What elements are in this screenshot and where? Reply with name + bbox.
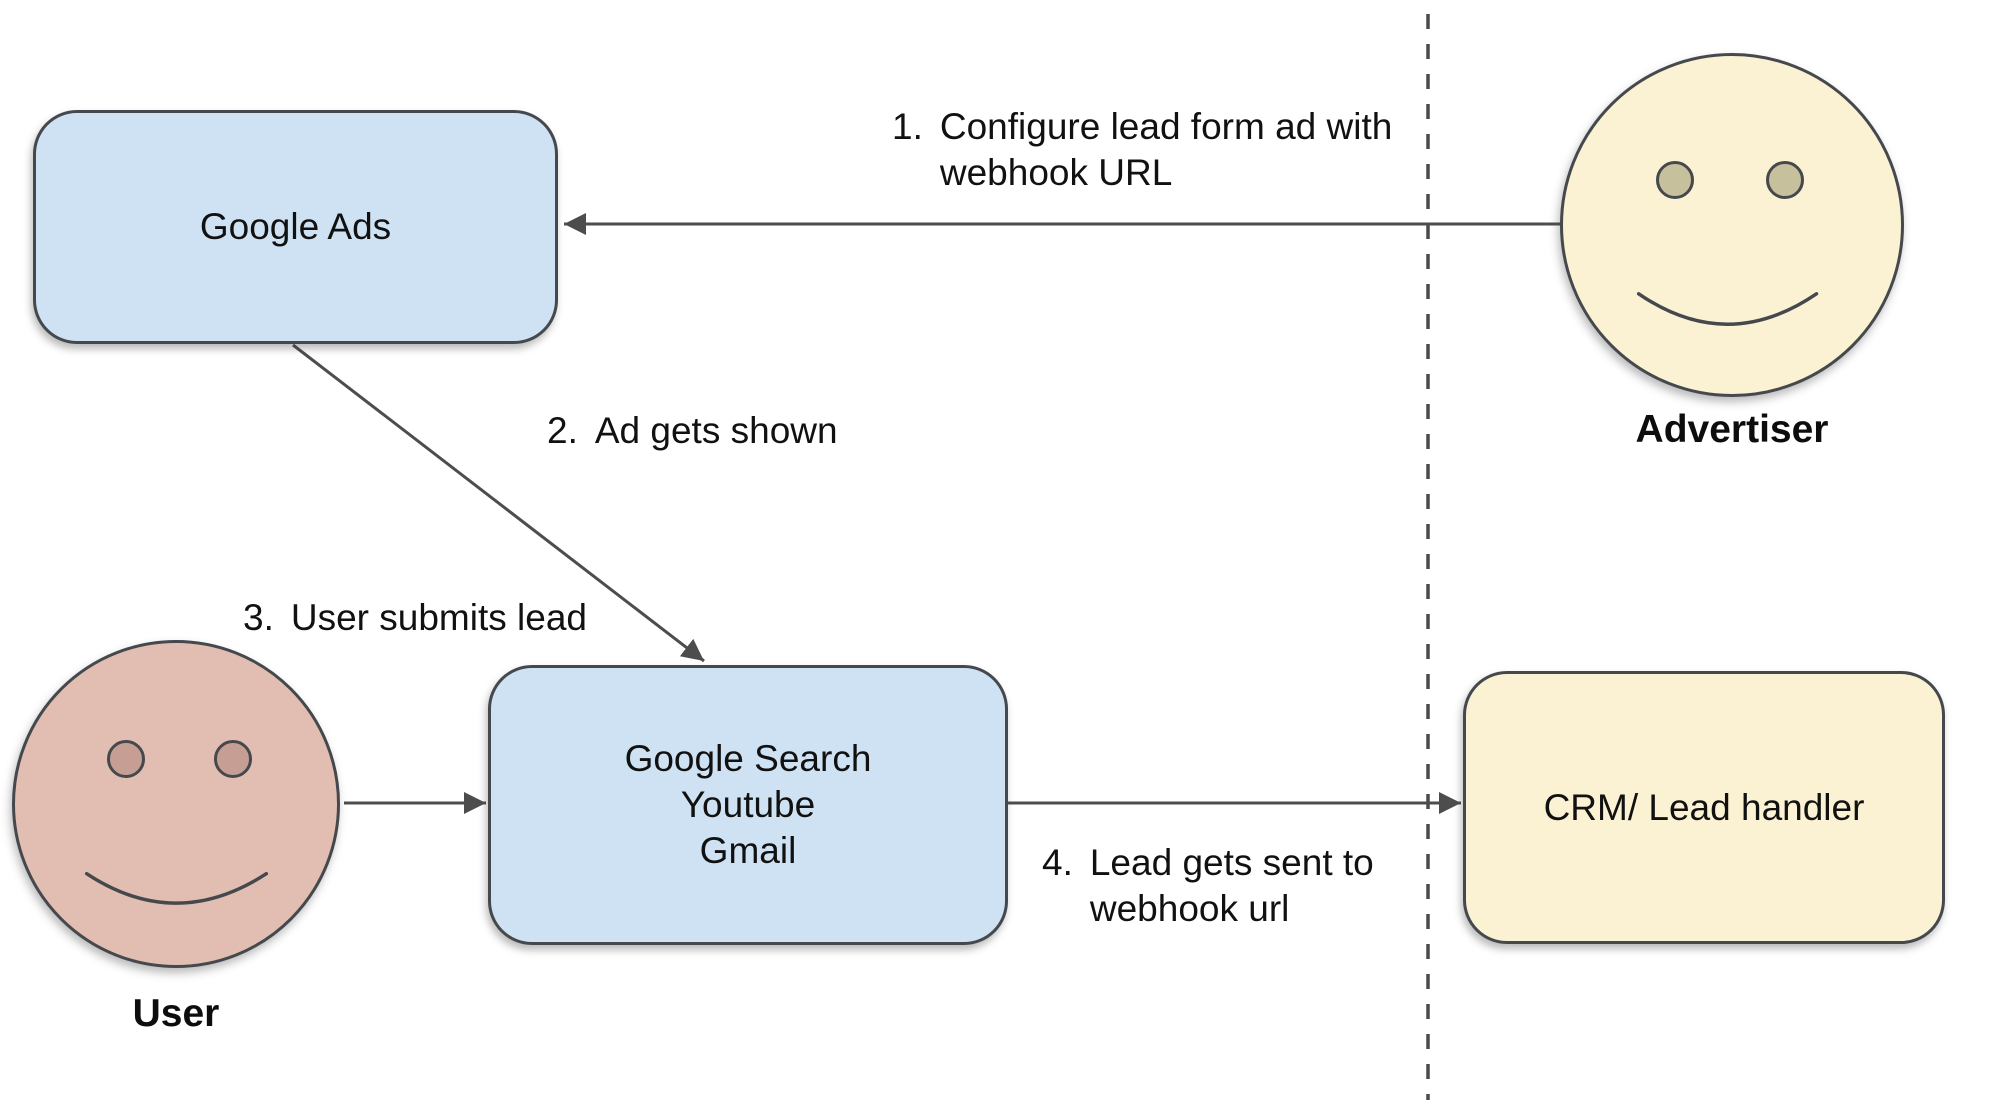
user-left-eye-icon (107, 740, 145, 778)
user-right-eye-icon (214, 740, 252, 778)
user-face-icon (12, 640, 340, 968)
advertiser-right-eye-icon (1766, 161, 1804, 199)
step-3-number: 3. (243, 597, 274, 638)
node-crm-lead-handler: CRM/ Lead handler (1463, 671, 1945, 944)
step-4-line1: Lead gets sent to (1089, 842, 1374, 883)
user-smile-icon (84, 871, 269, 905)
step-1-text: Configure lead form ad with webhook URL (940, 104, 1392, 196)
advertiser-left-eye-icon (1656, 161, 1694, 199)
step-2-text: Ad gets shown (595, 408, 838, 454)
node-google-surfaces-line3: Gmail (699, 830, 797, 871)
step-2-annotation: 2. Ad gets shown (547, 408, 838, 454)
step-4-line2: webhook url (1089, 888, 1290, 929)
user-label: User (132, 992, 220, 1035)
step-1-line2: webhook URL (939, 152, 1173, 193)
node-google-ads: Google Ads (33, 110, 558, 344)
node-google-surfaces-line1: Google Search (624, 738, 872, 779)
node-google-surfaces-line2: Youtube (680, 784, 816, 825)
step-1-line1: Configure lead form ad with (939, 106, 1393, 147)
step-1-number: 1. (892, 106, 923, 147)
step-3-text: User submits lead (291, 595, 587, 641)
step-2-number: 2. (547, 410, 578, 451)
advertiser-label: Advertiser (1635, 408, 1829, 451)
node-google-ads-text: Google Ads (199, 206, 392, 247)
node-crm-label: CRM/ Lead handler (1544, 785, 1865, 831)
advertiser-face-icon (1560, 53, 1904, 397)
node-google-surfaces-label: Google Search Youtube Gmail (625, 736, 872, 874)
step-4-number: 4. (1042, 842, 1073, 883)
node-google-surfaces: Google Search Youtube Gmail (488, 665, 1008, 945)
step-3-line1: User submits lead (290, 597, 587, 638)
node-google-ads-label: Google Ads (200, 204, 391, 250)
step-4-text: Lead gets sent to webhook url (1090, 840, 1374, 932)
step-2-line1: Ad gets shown (594, 410, 838, 451)
advertiser-smile-icon (1636, 292, 1819, 326)
step-3-annotation: 3. User submits lead (243, 595, 587, 641)
node-crm-text: CRM/ Lead handler (1543, 786, 1865, 828)
step-4-annotation: 4. Lead gets sent to webhook url (1042, 840, 1374, 932)
step-1-annotation: 1. Configure lead form ad with webhook U… (892, 104, 1392, 196)
